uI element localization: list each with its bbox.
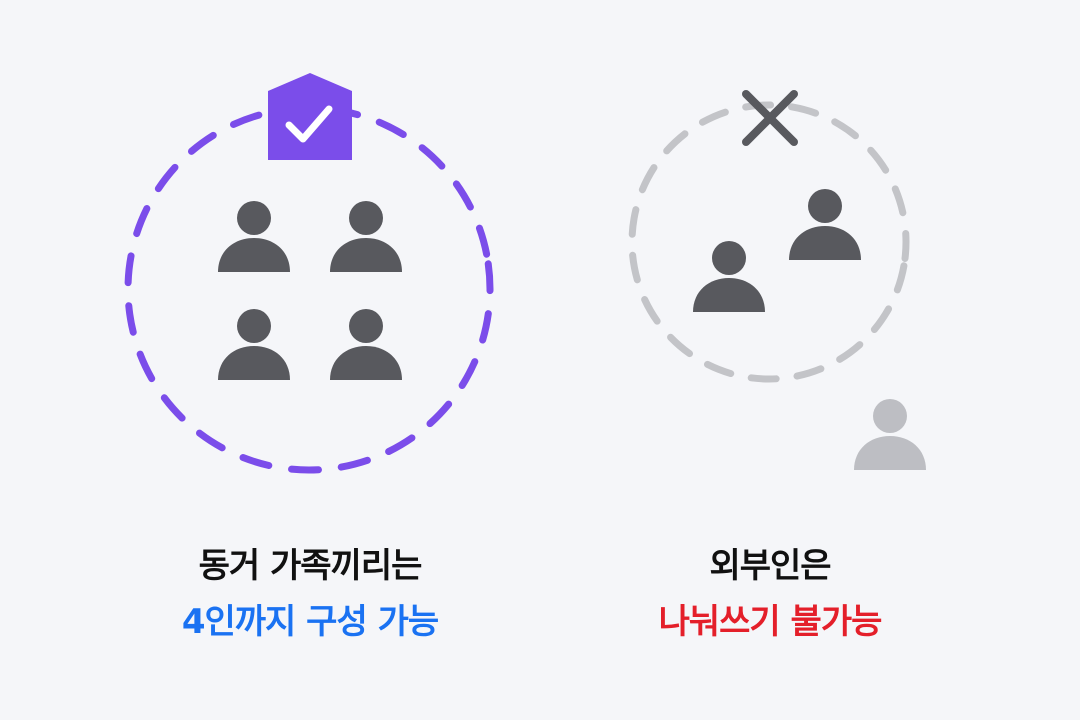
shield-check-icon bbox=[268, 73, 352, 160]
person-icon bbox=[330, 309, 402, 380]
outsider-dashed-circle bbox=[628, 101, 910, 383]
family-group bbox=[124, 73, 494, 474]
family-caption-line1: 동거 가족끼리는 bbox=[198, 546, 423, 586]
outsider-caption-line1: 외부인은 bbox=[709, 546, 831, 586]
family-caption: 동거 가족끼리는 4인까지 구성 가능 bbox=[110, 538, 510, 650]
close-x-icon bbox=[742, 90, 798, 146]
person-icon bbox=[693, 241, 765, 312]
outsider-person-icon bbox=[854, 399, 926, 470]
family-caption-line2: 4인까지 구성 가능 bbox=[181, 602, 439, 642]
outsider-caption-line2: 나눠쓰기 불가능 bbox=[658, 602, 883, 642]
outsider-caption: 외부인은 나눠쓰기 불가능 bbox=[570, 538, 970, 650]
person-icon bbox=[218, 201, 290, 272]
person-icon bbox=[218, 309, 290, 380]
person-icon bbox=[789, 189, 861, 260]
person-icon bbox=[330, 201, 402, 272]
outsider-group bbox=[628, 90, 926, 470]
